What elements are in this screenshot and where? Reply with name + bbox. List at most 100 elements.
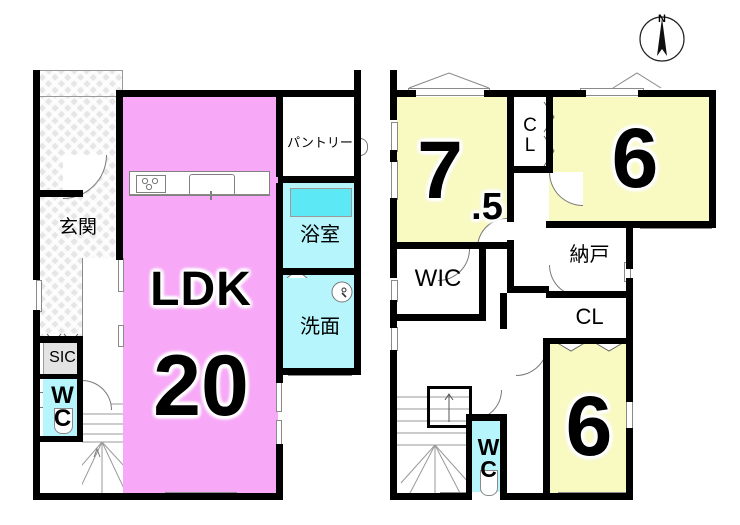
- entrance-porch: [38, 70, 123, 97]
- wall-2f-top-mid: [484, 90, 586, 97]
- wall-2f-nando-east: [626, 221, 633, 269]
- toilet-2f: [480, 470, 498, 496]
- nando-label: 納戸: [569, 242, 610, 266]
- room-6-top-window-north: [580, 88, 644, 96]
- room-7-5-window-north: [408, 88, 490, 96]
- wall-1f-pantry-bottom: [278, 176, 361, 183]
- wall-1f-sic-top: [40, 336, 83, 343]
- cl-mid-label: CL: [575, 304, 604, 329]
- room-7-5-window-west-1: [391, 122, 398, 152]
- wall-2f-hall-west2: [507, 286, 549, 293]
- wall-2f-hall-west: [507, 240, 514, 286]
- ldk-floor: [123, 97, 278, 497]
- genkan-label: 玄関: [58, 215, 97, 238]
- wall-1f-wc-bottom: [40, 436, 83, 442]
- genkan-window-west: [36, 280, 42, 312]
- wall-1f-right-mid: [354, 182, 361, 375]
- wall-2f-nando-bottom: [546, 291, 632, 298]
- wic-label: WIC: [414, 265, 462, 292]
- wall-2f-wic-east: [479, 249, 486, 321]
- room-7-5-decimal-label: .5: [471, 186, 503, 228]
- wall-1f-hall-east-2: [116, 190, 123, 260]
- wall-1f-sic-bottom: [40, 374, 83, 379]
- wall-2f-left-2: [390, 150, 397, 162]
- bath-label: 浴室: [300, 222, 340, 246]
- cl-top-label-line2: L: [524, 135, 536, 156]
- ldk-opening-west-lower: [118, 325, 124, 347]
- room-6-bot-label: 6: [565, 379, 613, 473]
- wash-basin: [331, 281, 353, 303]
- wall-2f-clmid-bottom: [546, 338, 632, 344]
- wall-2f-cl-west: [507, 97, 514, 222]
- wall-2f-wc-west: [466, 414, 472, 500]
- wall-1f-genkan-east: [116, 97, 123, 197]
- washroom-label: 洗面: [300, 314, 340, 338]
- wall-2f-wc-top: [466, 414, 506, 421]
- pantry-label: パントリー: [287, 135, 353, 151]
- wall-2f-6top-bottom: [628, 221, 716, 228]
- sic-label: SIC: [49, 349, 76, 366]
- hallway-floor-2f: [507, 172, 549, 462]
- wall-1f-wc-east: [77, 336, 83, 442]
- stair-up-arrow-2f: [443, 392, 455, 422]
- wc-label-2f-line1: W: [477, 434, 500, 461]
- cl-mid-floor: [549, 297, 630, 344]
- ldk-size-label: 20: [153, 338, 249, 434]
- wc-label-1f-line1: W: [51, 382, 74, 410]
- wall-2f-room75-bottom: [390, 242, 510, 249]
- pantry-floor: [283, 97, 357, 179]
- wc-label-2f-line2: C: [480, 456, 497, 482]
- compass-north-label: N: [658, 12, 666, 25]
- room-7-5-window-west-2: [391, 160, 398, 200]
- wall-2f-wc-east: [500, 414, 507, 500]
- cl-top-floor: [514, 97, 549, 172]
- wall-2f-nando-top: [546, 221, 632, 228]
- hall-line-1: [82, 258, 83, 342]
- wc-label-1f: W C: [43, 382, 82, 434]
- cooktop: [136, 175, 166, 193]
- wall-1f-ldk-east3: [276, 444, 283, 497]
- wc-label-1f-line2: C: [53, 405, 72, 432]
- wall-2f-hall-east-low: [543, 338, 550, 498]
- stairs-2f: [397, 385, 472, 496]
- ldk-opening-east-upper: [276, 382, 282, 412]
- ldk-opening-west-upper: [118, 258, 124, 292]
- wall-1f-porch-bottom: [33, 190, 83, 197]
- cl-top-label-line1: C: [523, 115, 537, 137]
- room-7-5-floor: [397, 97, 507, 242]
- bathtub: [290, 188, 352, 217]
- cl-top-label: C L: [514, 108, 546, 164]
- floor-plan-2f: 7 .5 6 6 C L CL 納戸 WIC W C: [380, 0, 740, 525]
- compass-rose: N: [636, 8, 688, 63]
- wall-1f-right-upper: [354, 70, 361, 182]
- room-6-top-window-awning: [612, 72, 662, 89]
- counter-edge: [129, 194, 270, 195]
- wall-2f-bottom-right: [500, 493, 633, 500]
- room-7-5-window-north-awning: [408, 72, 490, 89]
- floor-plan-1f: 玄関 LDK 20 SIC W C パントリー 浴室 洗面: [33, 70, 368, 500]
- kitchen-faucet: [210, 191, 212, 200]
- hall-window-west-2f: [391, 327, 398, 351]
- wall-2f-6bot-east: [626, 428, 633, 500]
- kitchen-sink: [189, 174, 235, 196]
- wall-1f-left-low: [33, 310, 40, 500]
- wall-2f-top-right: [638, 90, 716, 97]
- wall-2f-right-upper: [709, 90, 716, 228]
- wall-1f-ldk-east: [276, 97, 283, 177]
- wall-1f-left-upper: [33, 70, 40, 129]
- wall-2f-cltop-east: [546, 97, 553, 169]
- wall-2f-cl-top-bottom: [507, 166, 553, 173]
- utility-corridor-1f: [283, 375, 357, 497]
- wall-2f-hall-west-low: [500, 293, 507, 329]
- room-6-top-label: 6: [611, 111, 659, 205]
- wall-2f-left-3: [390, 198, 397, 278]
- wall-2f-bottom-left: [390, 493, 470, 500]
- wall-1f-ldk-east2: [276, 183, 283, 383]
- wall-2f-top-left: [390, 90, 416, 97]
- wall-1f-bath-bottom: [278, 268, 361, 275]
- toilet-1f: [54, 408, 73, 434]
- stair-rail-2f: [427, 386, 472, 428]
- wall-1f-top: [116, 90, 361, 97]
- wall-2f-left-5: [390, 350, 397, 500]
- wc-label-2f: W C: [472, 432, 505, 486]
